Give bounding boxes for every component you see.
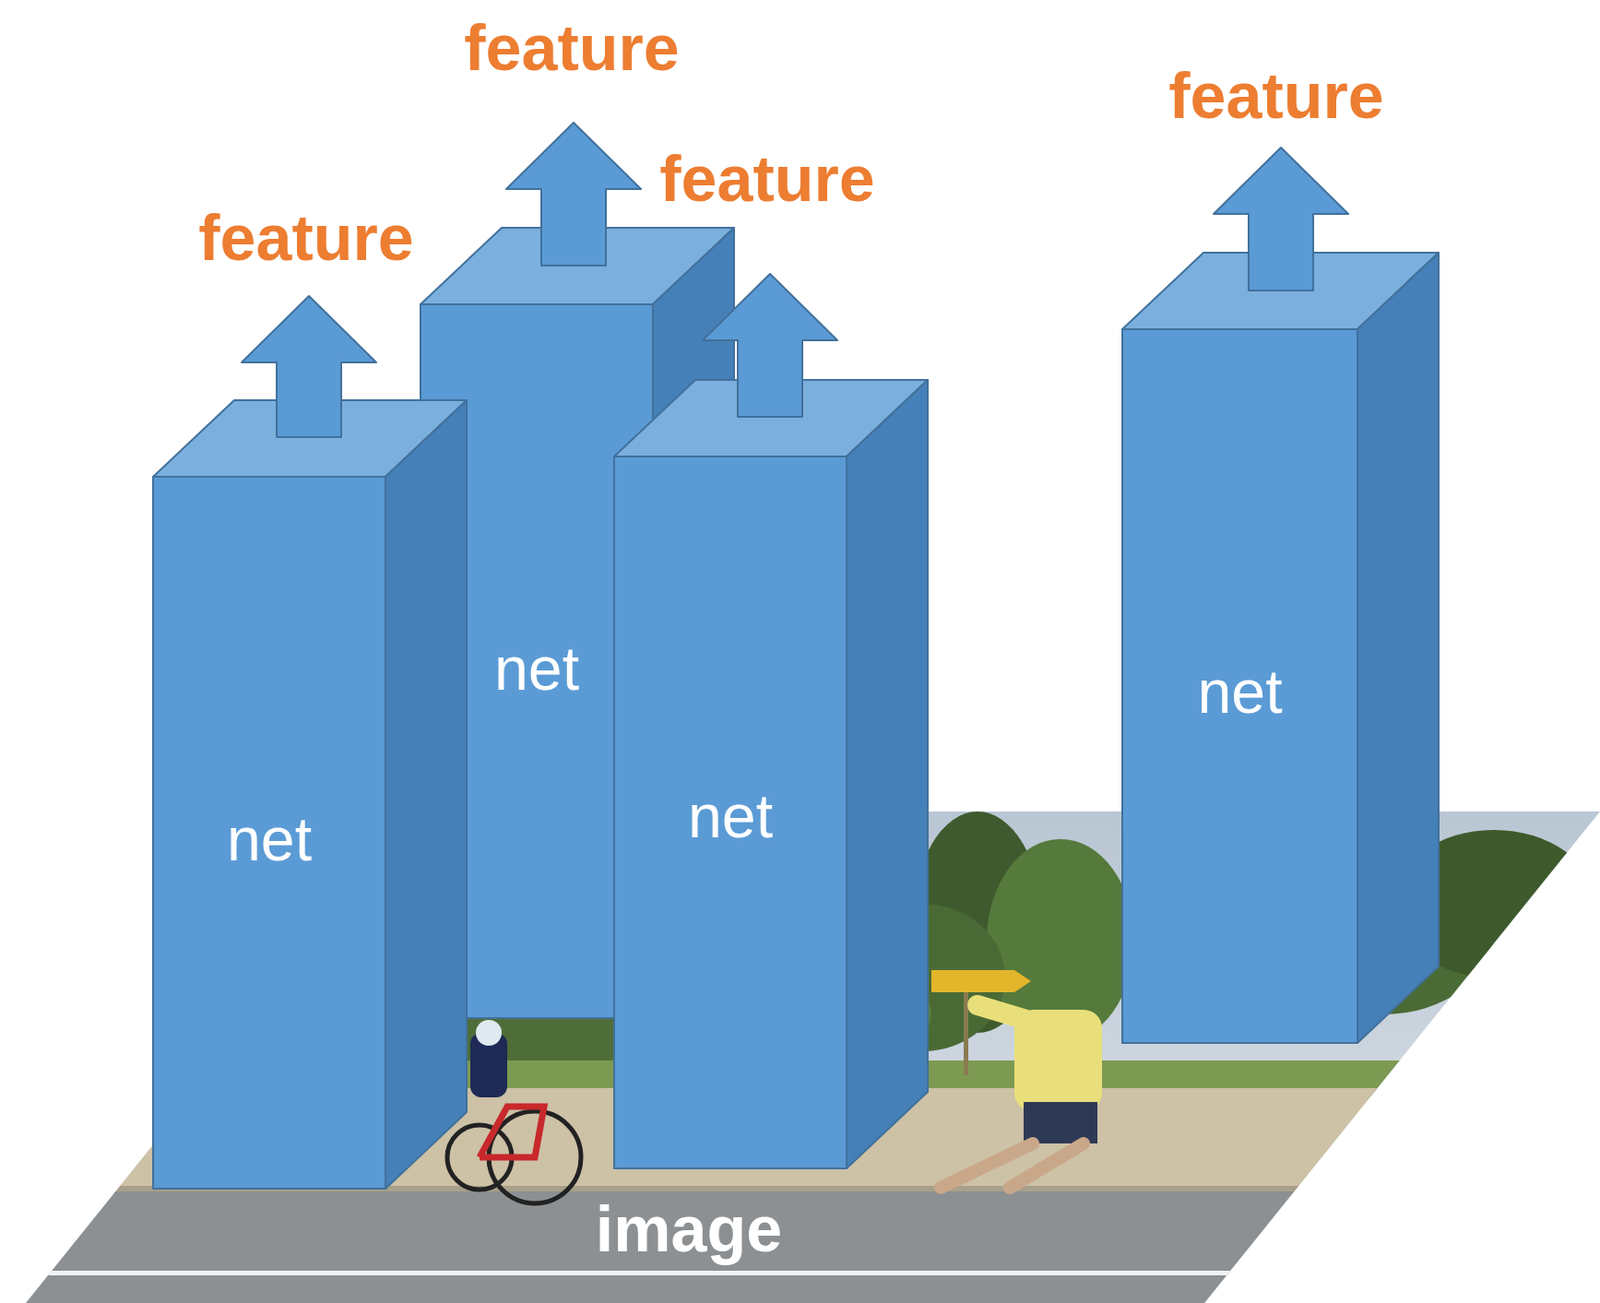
net-box: net — [1122, 329, 1358, 1043]
feature-label: feature — [463, 15, 679, 81]
net-box: net — [153, 476, 386, 1189]
feature-label: feature — [659, 146, 875, 212]
net-label: net — [420, 638, 653, 700]
image-label: image — [595, 1197, 783, 1262]
net-solids — [153, 122, 1439, 1189]
net-label: net — [614, 785, 847, 847]
net-label: net — [153, 808, 386, 870]
feature-label: feature — [198, 205, 414, 271]
net-label: net — [1122, 661, 1358, 723]
net-box: net — [614, 456, 847, 1169]
net-box: net — [420, 304, 653, 1019]
feature-label: feature — [1168, 63, 1384, 129]
